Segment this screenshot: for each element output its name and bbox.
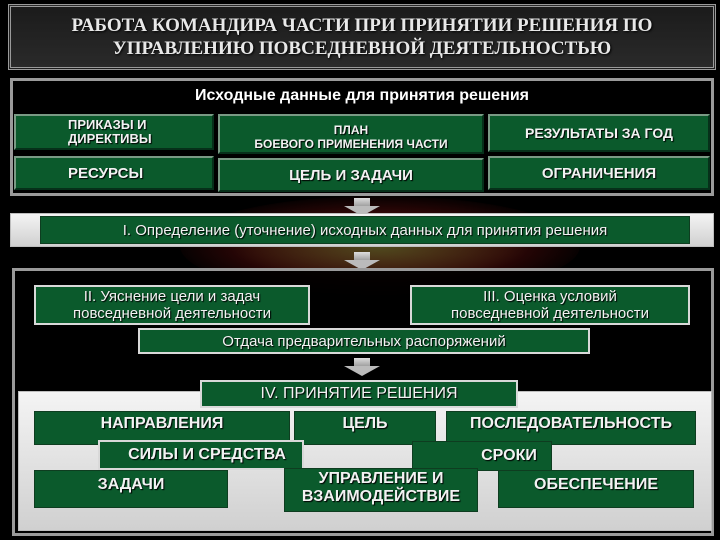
stage4-title: IV. ПРИНЯТИЕ РЕШЕНИЯ — [200, 380, 518, 408]
results-box: РЕЗУЛЬТАТЫ ЗА ГОД — [488, 114, 710, 152]
control-interaction-box: УПРАВЛЕНИЕ И ВЗАИМОДЕЙСТВИЕ — [284, 468, 478, 512]
goal-tasks-box: ЦЕЛЬ И ЗАДАЧИ — [218, 158, 484, 192]
support-box: ОБЕСПЕЧЕНИЕ — [498, 470, 694, 508]
input-data-header: Исходные данные для принятия решения — [194, 87, 530, 104]
tasks-box: ЗАДАЧИ — [34, 470, 228, 508]
down-arrow-icon — [344, 252, 380, 270]
down-arrow-icon — [344, 198, 380, 216]
deadlines-box: СРОКИ — [412, 441, 552, 471]
directions-box: НАПРАВЛЕНИЯ — [34, 411, 290, 445]
stage1-box: I. Определение (уточнение) исходных данн… — [40, 216, 690, 244]
orders-box: ПРИКАЗЫ И ДИРЕКТИВЫ — [14, 114, 214, 150]
resources-box: РЕСУРСЫ — [14, 156, 214, 190]
down-arrow-icon — [344, 358, 380, 376]
limits-box: ОГРАНИЧЕНИЯ — [488, 156, 710, 190]
forces-box: СИЛЫ И СРЕДСТВА — [98, 440, 304, 470]
stage2-box: II. Уяснение цели и задач повседневной д… — [34, 285, 310, 325]
sequence-box: ПОСЛЕДОВАТЕЛЬНОСТЬ — [446, 411, 696, 445]
goal-box: ЦЕЛЬ — [294, 411, 436, 445]
plan-box: ПЛАН БОЕВОГО ПРИМЕНЕНИЯ ЧАСТИ — [218, 114, 484, 154]
stage3-box: III. Оценка условий повседневной деятель… — [410, 285, 690, 325]
title-frame: РАБОТА КОМАНДИРА ЧАСТИ ПРИ ПРИНЯТИИ РЕШЕ… — [8, 4, 716, 70]
slide-title: РАБОТА КОМАНДИРА ЧАСТИ ПРИ ПРИНЯТИИ РЕШЕ… — [71, 15, 653, 59]
preliminary-orders-box: Отдача предварительных распоряжений — [138, 328, 590, 354]
